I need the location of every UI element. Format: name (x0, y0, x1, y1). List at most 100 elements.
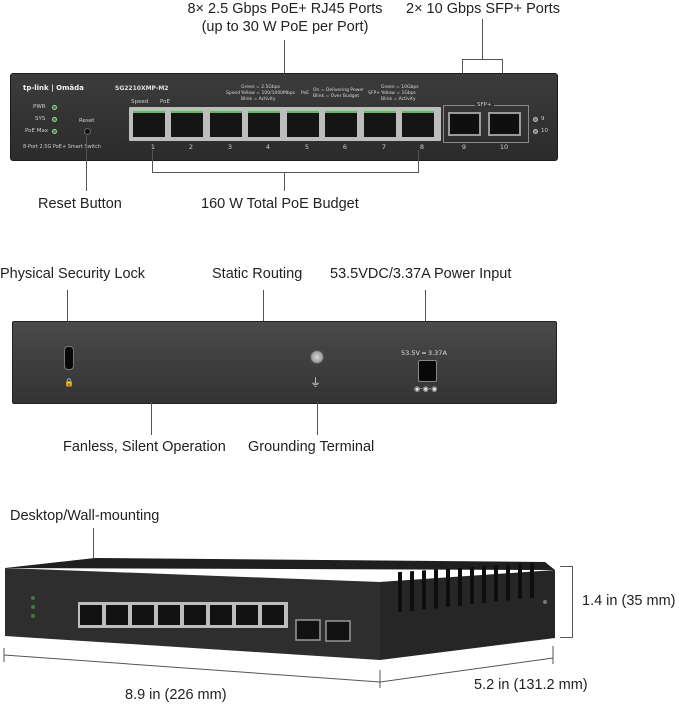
callout-security-lock: Physical Security Lock (0, 266, 146, 282)
leader-poe-stem (284, 172, 285, 191)
led-label-pwr: PWR (33, 104, 46, 110)
callout-static-routing: Static Routing (212, 266, 303, 282)
callout-grounding: Grounding Terminal (248, 439, 375, 455)
callout-power-input: 53.5VDC/3.37A Power Input (330, 266, 512, 282)
port-number: 5 (304, 143, 310, 151)
sfp-legend-1: Green = 10Gbps (381, 85, 419, 90)
speed-label: Speed (131, 99, 149, 105)
switch-subtitle: 8-Port 2.5G PoE+ Smart Switch (23, 144, 101, 150)
front-panel: tp-link | Omāda SG2210XMP-M2 PWR SYS PoE… (10, 73, 558, 161)
callout-depth: 5.2 in (131.2 mm) (474, 677, 588, 693)
rj45-port[interactable] (248, 111, 280, 137)
leader-sfp-left (462, 59, 463, 74)
rj45-port-block (129, 107, 441, 141)
sfp-port[interactable] (448, 112, 481, 136)
poe-legend-key: PoE (301, 91, 310, 96)
leader-reset (86, 136, 87, 191)
front-rj45-ports (78, 602, 288, 628)
sfp-group-label: SFP+ (475, 102, 494, 108)
poe-legend-1: On = Delivering Power (313, 88, 365, 93)
poe-label: PoE (160, 99, 170, 105)
rj45-port[interactable] (287, 111, 319, 137)
brand-logo: tp-link | Omāda (23, 84, 84, 92)
power-rating-label: 53.5V ═ 3.37A (401, 349, 447, 357)
side-hole (543, 600, 547, 604)
led-sfp-10 (533, 129, 538, 134)
rj45-port[interactable] (210, 111, 242, 137)
rj45-port[interactable] (325, 111, 357, 137)
callout-rj45-ports: 8× 2.5 Gbps PoE+ RJ45 Ports (up to 30 W … (168, 0, 402, 36)
rj45-port[interactable] (402, 111, 434, 137)
rj45-port[interactable] (133, 111, 165, 137)
rj45-port[interactable] (171, 111, 203, 137)
leader-poe-left (152, 150, 153, 172)
lock-icon: 🔒 (64, 378, 74, 387)
dim-lines-base (3, 646, 554, 688)
reset-label: Reset (79, 118, 95, 124)
sfp-legend-2: Yellow = 1Gbps (381, 91, 416, 96)
rj45-port[interactable] (364, 111, 396, 137)
callout-height: 1.4 in (35 mm) (582, 593, 676, 609)
callout-fanless: Fanless, Silent Operation (63, 439, 226, 455)
speed-legend-2: Yellow = 100/1000Mbps (241, 91, 295, 96)
dc-power-jack[interactable] (418, 360, 437, 382)
ground-icon: ⏚ (310, 376, 321, 389)
port-number: 10 (499, 143, 509, 151)
sfp-legend-key: SFP+ (368, 91, 380, 96)
security-lock-slot[interactable] (64, 346, 74, 370)
dim-height-bottom (560, 637, 572, 638)
leader-rj45 (284, 40, 285, 73)
front-sfp-ports (295, 619, 351, 642)
led-poemax (52, 129, 57, 134)
port-number: 4 (265, 143, 271, 151)
switch-perspective-view (5, 558, 555, 660)
poe-legend-2: Blink = Over Budget (313, 94, 360, 99)
model-label: SG2210XMP-M2 (115, 85, 169, 92)
callout-width: 8.9 in (226 mm) (125, 687, 227, 703)
callout-reset-button: Reset Button (38, 196, 122, 212)
callout-poe-budget: 160 W Total PoE Budget (201, 196, 359, 212)
sfp-led-label: 10 (541, 128, 548, 134)
led-label-poemax: PoE Max (25, 128, 49, 134)
callout-rj45-ports-subtitle: (up to 30 W PoE per Port) (201, 19, 369, 35)
leader-lock (67, 290, 68, 345)
port-number: 2 (188, 143, 194, 151)
port-number: 1 (150, 143, 156, 151)
leader-routing (263, 290, 264, 321)
callout-sfp-ports: 2× 10 Gbps SFP+ Ports (406, 1, 560, 17)
leader-fanless (151, 402, 152, 435)
port-number: 9 (461, 143, 467, 151)
port-number: 7 (381, 143, 387, 151)
leader-sfp-right (502, 59, 503, 74)
dim-height-bar (572, 566, 573, 638)
reset-button[interactable] (84, 128, 91, 135)
sfp-led-label: 9 (541, 116, 545, 122)
leader-poe-right (418, 150, 419, 172)
leader-mounting (93, 528, 94, 558)
sfp-port[interactable] (488, 112, 521, 136)
led-sfp-9 (533, 117, 538, 122)
callout-rj45-ports-title: 8× 2.5 Gbps PoE+ RJ45 Ports (187, 1, 383, 17)
leader-grounding (317, 402, 318, 435)
speed-legend-1: Green = 2.5Gbps (241, 85, 280, 90)
port-number: 3 (227, 143, 233, 151)
led-label-sys: SYS (35, 116, 46, 122)
polarity-icon: ◉-◉-◉ (414, 385, 438, 393)
speed-legend-3: Blink = Activity (241, 97, 276, 102)
speed-legend-key: Speed (226, 91, 241, 96)
rear-panel: 🔒 ⏚ 53.5V ═ 3.37A ◉-◉-◉ (12, 321, 557, 404)
grounding-screw[interactable] (310, 350, 324, 364)
port-number: 6 (342, 143, 348, 151)
leader-sfp-bar (462, 59, 503, 60)
led-sys (52, 117, 57, 122)
sfp-legend-3: Blink = Activity (381, 97, 416, 102)
dim-height-top (560, 566, 572, 567)
front-status-leds (31, 596, 35, 618)
callout-mounting: Desktop/Wall-mounting (10, 508, 160, 524)
switch-top-face (5, 558, 555, 570)
side-vents (398, 562, 534, 613)
port-number: 8 (419, 143, 425, 151)
led-pwr (52, 105, 57, 110)
leader-sfp-stem (482, 19, 483, 59)
leader-poe-bar (152, 172, 419, 173)
